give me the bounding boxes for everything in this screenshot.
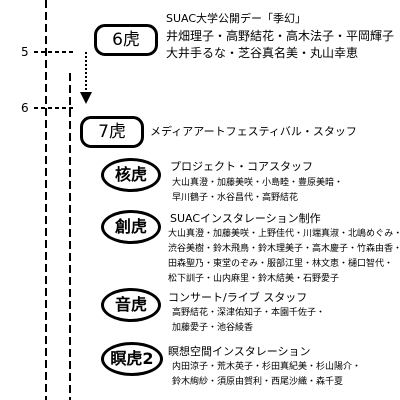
group-label-meitora2: 瞑虎2	[101, 342, 163, 376]
section-label-6tora-text: 6虎	[112, 29, 140, 50]
group-members-ontora-line-2: 加藤愛子・池谷綾香	[172, 323, 254, 333]
group-members-meitora2-line-1: 内田涼子・荒木英子・杉田真紀美・杉山陽介・	[172, 362, 362, 372]
group-label-ontora: 音虎	[101, 288, 161, 322]
group-title-meitora2: 瞑想空間インスタレーション	[168, 345, 311, 358]
group-members-kakutora-line-1: 大山真澄・加藤美咲・小島睦・豊原美暗・	[172, 178, 344, 188]
group-label-meitora2-text: 瞑虎2	[110, 349, 154, 368]
section-title-7tora: メディアアートフェスティバル・スタッフ	[150, 125, 357, 138]
group-title-soutora: SUACインスタレーション制作	[170, 212, 321, 225]
section-members-6tora-line-2: 大井手るな・芝谷真名美・丸山幸恵	[166, 46, 359, 60]
group-title-kakutora: プロジェクト・コアスタッフ	[170, 160, 313, 173]
group-label-kakutora-text: 核虎	[114, 165, 147, 184]
group-members-soutora-line-1: 大山真澄・加藤美咲・上野佳代・川端真淑・北嶋めぐみ・	[168, 229, 400, 239]
group-members-ontora-line-1: 高野結花・深津佑知子・本園千佐子・	[172, 308, 326, 318]
group-members-soutora-line-4: 松下訓子・山内麻里・鈴木結美・石野愛子	[168, 274, 340, 284]
group-members-soutora-line-3: 田森聖乃・東堂のぞみ・服部江里・林文恵・樋口智代・	[168, 259, 394, 269]
group-members-soutora-line-2: 渋谷美樹・鈴木飛鳥・鈴木理美子・高木慶子・竹森由香・	[168, 244, 400, 254]
section-label-7tora-text: 7虎	[98, 121, 126, 142]
group-label-soutora-text: 創虎	[114, 217, 147, 236]
group-label-soutora: 創虎	[101, 210, 161, 244]
transition-arrow-head	[80, 92, 92, 104]
group-label-kakutora: 核虎	[101, 158, 161, 192]
section-title-6tora: SUAC大学公開デー「季幻」	[166, 12, 307, 25]
section-label-7tora: 7虎	[80, 116, 144, 148]
month-marker-5: 5	[21, 45, 29, 59]
group-members-meitora2-line-2: 鈴木絢紗・須原由賀利・西尾沙織・森千夏	[172, 377, 344, 387]
group-title-ontora: コンサート/ライブ スタッフ	[168, 291, 308, 304]
section-members-6tora-line-1: 井畑理子・高野結花・高木法子・平岡輝子	[166, 29, 395, 43]
group-members-kakutora-line-2: 早川鶴子・水谷昌代・高野結花	[172, 193, 299, 203]
section-label-6tora: 6虎	[94, 24, 158, 56]
group-label-ontora-text: 音虎	[114, 295, 147, 314]
month-marker-6: 6	[21, 101, 29, 115]
